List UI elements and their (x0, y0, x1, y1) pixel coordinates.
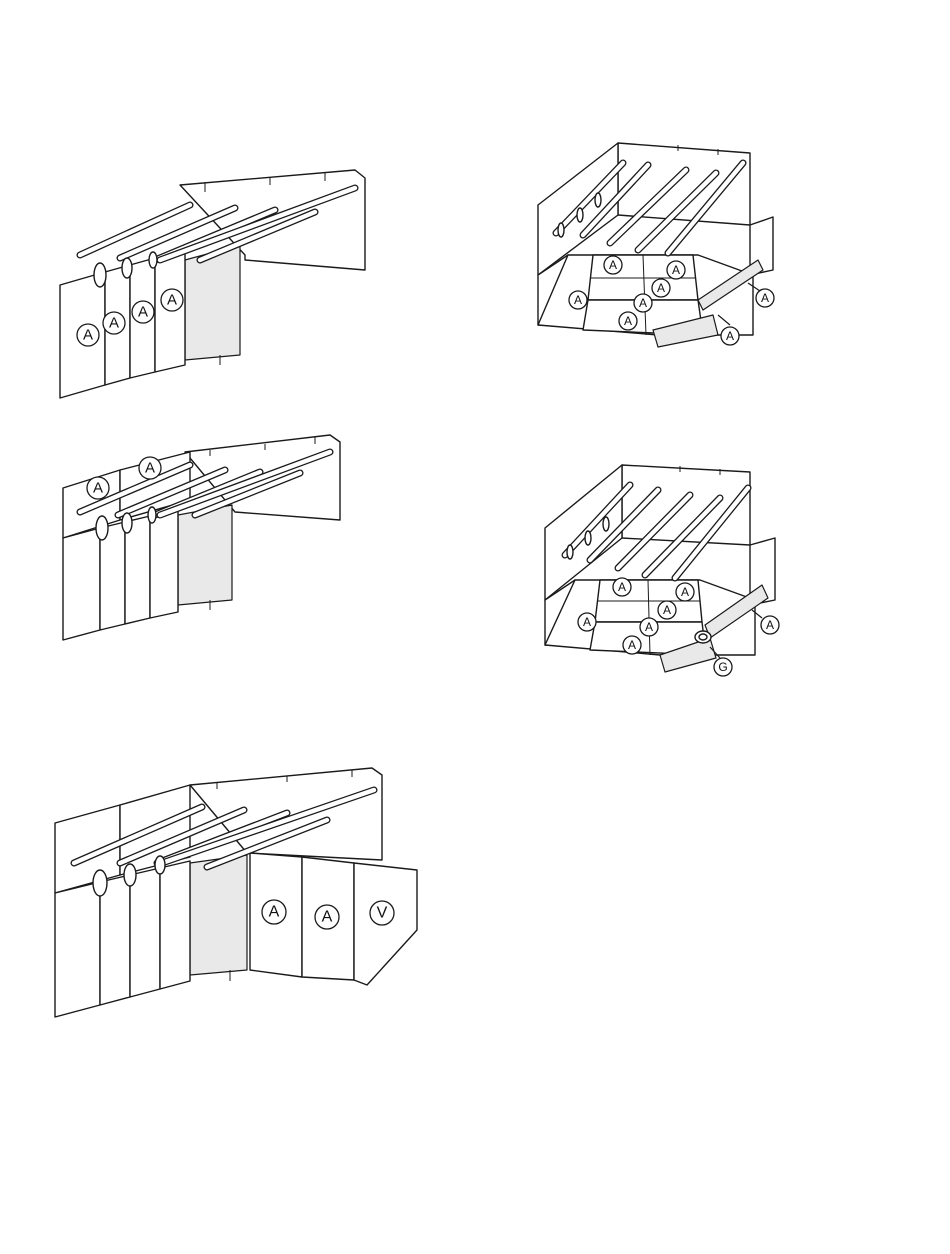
callout-a-label: A (657, 281, 665, 295)
gasket-fitting-inner (699, 634, 707, 640)
refractory-panel (63, 528, 100, 640)
figure-floor-panels-drawing: A A A A A A A A (528, 135, 788, 355)
rod-bracket (595, 193, 601, 207)
rod-bracket (558, 223, 564, 237)
callout-a: A (676, 583, 694, 601)
callout-a-label: A (681, 585, 689, 599)
callout-a: A (578, 613, 596, 631)
callout-a-label: A (83, 327, 93, 344)
rod-bracket (122, 513, 132, 533)
callout-a-label: A (269, 904, 280, 921)
callout-a: A (103, 312, 125, 334)
callout-a: A (569, 291, 587, 309)
rod-bracket (577, 208, 583, 222)
rod-bracket (94, 263, 106, 287)
callout-v: V (370, 901, 394, 925)
callout-a-label: A (93, 480, 103, 497)
callout-a: A (315, 905, 339, 929)
callout-a-label: A (726, 329, 734, 343)
callout-a-label: A (645, 620, 653, 634)
callout-a: A (77, 324, 99, 346)
callout-a: A (634, 294, 652, 312)
figure-upper-panels-drawing: A A (60, 430, 360, 645)
callout-a: A (619, 312, 637, 330)
figure-side-panels-drawing: A A V (52, 765, 427, 1025)
refractory-panel (130, 868, 160, 997)
callout-a: A (262, 900, 286, 924)
figure-floor-gasket-drawing: A A A A A A A G (540, 460, 800, 685)
callout-g: G (714, 658, 732, 676)
callout-a: A (613, 578, 631, 596)
callout-a-label: A (574, 293, 582, 307)
rod-bracket (585, 531, 591, 545)
callout-a: A (721, 327, 739, 345)
rod-bracket (96, 516, 108, 540)
figure-side-panels-step: A A V (52, 765, 427, 1025)
callout-a: A (652, 279, 670, 297)
callout-a-label: A (583, 615, 591, 629)
callout-a: A (756, 289, 774, 307)
callout-a-label: A (761, 291, 769, 305)
callout-a-label: A (766, 618, 774, 632)
callout-a: A (161, 289, 183, 311)
callout-a: A (132, 301, 154, 323)
rod-bracket (567, 545, 573, 559)
callout-a-label: A (609, 258, 617, 272)
refractory-panel (160, 861, 190, 989)
callout-a-label: A (109, 315, 119, 332)
callout-a-label: A (138, 304, 148, 321)
side-liner (185, 245, 240, 360)
rod-bracket (148, 507, 156, 523)
rod-bracket (155, 856, 165, 874)
callout-a: A (667, 261, 685, 279)
callout-a-label: A (145, 460, 155, 477)
side-liner (190, 855, 247, 975)
callout-a-label: A (624, 314, 632, 328)
refractory-panel (155, 252, 185, 372)
callout-a-label: A (322, 909, 333, 926)
figure-upper-panels-step: A A (60, 430, 360, 645)
callout-v-label: V (377, 905, 388, 922)
callout-a: A (87, 477, 109, 499)
callout-a-label: A (663, 603, 671, 617)
callout-a: A (139, 457, 161, 479)
callout-a: A (761, 616, 779, 634)
figure-floor-gasket-step: A A A A A A A G (540, 460, 800, 685)
refractory-panel (100, 875, 130, 1005)
refractory-panel (55, 882, 100, 1017)
rod-bracket (149, 252, 157, 268)
rod-bracket (122, 258, 132, 278)
callout-a-label: A (672, 263, 680, 277)
rod-bracket (124, 864, 136, 886)
callout-a: A (604, 256, 622, 274)
callout-a-label: A (628, 638, 636, 652)
refractory-panel (150, 510, 178, 618)
rod-bracket (603, 517, 609, 531)
callout-a-label: A (618, 580, 626, 594)
callout-g-label: G (718, 660, 727, 674)
figure-back-panels-step: A A A A (55, 160, 375, 405)
figure-floor-panels-step: A A A A A A A A (528, 135, 788, 355)
figure-back-panels-drawing: A A A A (55, 160, 375, 405)
callout-a-label: A (167, 292, 177, 309)
callout-a: A (640, 618, 658, 636)
rod-bracket (93, 870, 107, 896)
callout-a-label: A (639, 296, 647, 310)
callout-a: A (623, 636, 641, 654)
callout-a: A (658, 601, 676, 619)
side-liner (178, 505, 232, 605)
